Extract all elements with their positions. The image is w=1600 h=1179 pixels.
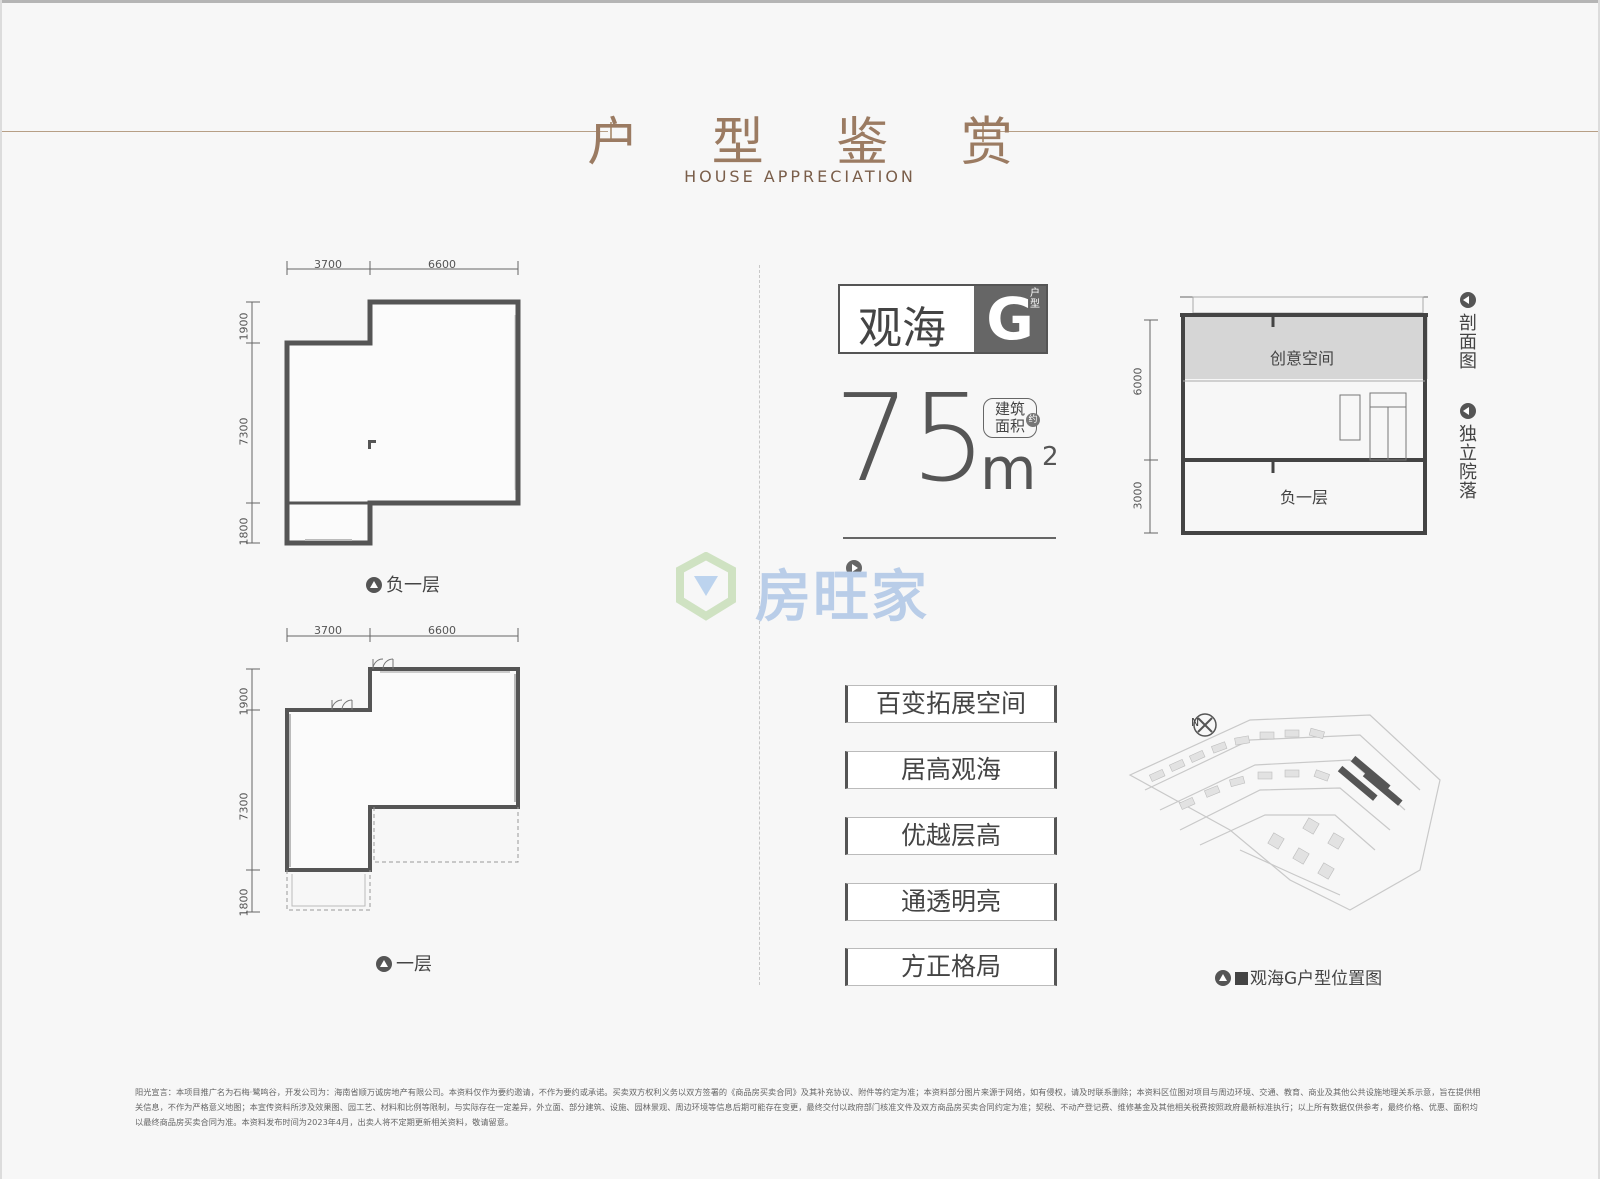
header-line-right bbox=[990, 131, 1598, 132]
f1-dim-left-2: 7300 bbox=[237, 792, 251, 821]
header-line-left bbox=[2, 131, 608, 132]
f1-yard bbox=[286, 870, 371, 911]
f1-caption: 一层 bbox=[376, 950, 432, 976]
f1-dim-top-2: 6600 bbox=[428, 624, 456, 637]
disclaimer-text: 阳光宣言：本项目推广名为石梅·鹭鸣谷，开发公司为：海南省顺万诚房地产有限公司。本… bbox=[135, 1087, 1481, 1127]
f1-door-left bbox=[331, 699, 353, 711]
b1-dim-left-2: 7300 bbox=[237, 417, 251, 446]
section-dim-lower: 3000 bbox=[1131, 481, 1145, 510]
courtyard-arrow-icon bbox=[1460, 403, 1476, 419]
floor-plan-b1 bbox=[246, 261, 521, 546]
courtyard-label: 独立院落 bbox=[1459, 424, 1477, 502]
b1-caption: 负一层 bbox=[366, 571, 440, 597]
b1-dim-left-3: 1800 bbox=[237, 517, 251, 546]
section-label: 剖面图 bbox=[1459, 313, 1477, 372]
section-lower-room: 负一层 bbox=[1280, 488, 1329, 507]
f1-door-top bbox=[372, 658, 394, 670]
section-dim-upper: 6000 bbox=[1131, 367, 1145, 396]
feature-4: 通透明亮 bbox=[845, 883, 1057, 921]
f1-dim-left-3: 1800 bbox=[237, 888, 251, 917]
site-map-caption: 观海G户型位置图 bbox=[1215, 964, 1382, 989]
section-pergola bbox=[1192, 296, 1424, 314]
area-unit: m bbox=[980, 435, 1037, 503]
site-buildings bbox=[1148, 727, 1345, 880]
top-border bbox=[0, 0, 1600, 3]
header-tick-left bbox=[610, 122, 612, 142]
unit-name: 观海 bbox=[858, 303, 946, 354]
b1-walls bbox=[284, 299, 521, 546]
feature-1: 百变拓展空间 bbox=[845, 685, 1057, 723]
b1-column bbox=[368, 440, 376, 449]
floor-plan-f1 bbox=[246, 628, 520, 913]
triangle-icon bbox=[366, 577, 382, 593]
area-note: 约 bbox=[1026, 413, 1040, 427]
section-dimension-lines bbox=[1144, 319, 1158, 534]
section-drawing bbox=[1144, 296, 1428, 535]
section-upper-room-fill bbox=[1183, 317, 1428, 379]
page-subtitle: HOUSE APPRECIATION bbox=[684, 167, 916, 186]
b1-dim-top-1: 3700 bbox=[314, 258, 342, 271]
feature-3: 优越层高 bbox=[845, 817, 1057, 855]
f1-dim-left-1: 1900 bbox=[237, 687, 251, 716]
center-divider bbox=[759, 265, 760, 985]
f1-terrace bbox=[373, 807, 519, 863]
left-border bbox=[0, 0, 2, 1179]
site-roads bbox=[1128, 714, 1441, 911]
b1-dimension-lines bbox=[246, 261, 519, 544]
area-underline bbox=[843, 537, 1056, 539]
f1-yard-inner bbox=[291, 874, 366, 907]
section-window bbox=[1339, 394, 1361, 441]
site-map bbox=[1128, 713, 1441, 911]
unit-type-badge: 观海 G 户型 bbox=[838, 284, 1048, 354]
triangle-icon bbox=[376, 956, 392, 972]
area-unit-sup: 2 bbox=[1042, 442, 1059, 472]
right-border bbox=[1598, 0, 1600, 1179]
section-upper-room: 创意空间 bbox=[1270, 349, 1335, 368]
play-icon bbox=[846, 560, 862, 576]
watermark-text: 房旺家 bbox=[755, 565, 929, 630]
triangle-icon bbox=[1215, 970, 1231, 986]
legend-square bbox=[1235, 972, 1248, 985]
area-value: 75 bbox=[834, 370, 987, 509]
b1-dim-left-1: 1900 bbox=[237, 312, 251, 341]
compass-north: N bbox=[1191, 716, 1200, 729]
site-highlight-blocks bbox=[1337, 755, 1403, 806]
header-tick-right bbox=[982, 122, 984, 142]
unit-letter: G bbox=[974, 286, 1046, 352]
section-arrow-icon bbox=[1460, 292, 1476, 308]
compass-icon bbox=[1193, 713, 1217, 737]
f1-dimension-lines bbox=[246, 628, 519, 913]
f1-walls bbox=[285, 667, 520, 872]
page-title: 户 型 鉴 赏 bbox=[587, 113, 1041, 173]
feature-2: 居高观海 bbox=[845, 751, 1057, 789]
unit-type-label: 户型 bbox=[1030, 288, 1040, 310]
f1-dim-top-1: 3700 bbox=[314, 624, 342, 637]
b1-dim-top-2: 6600 bbox=[428, 258, 456, 271]
watermark-logo-icon bbox=[676, 552, 736, 621]
feature-5: 方正格局 bbox=[845, 948, 1057, 986]
